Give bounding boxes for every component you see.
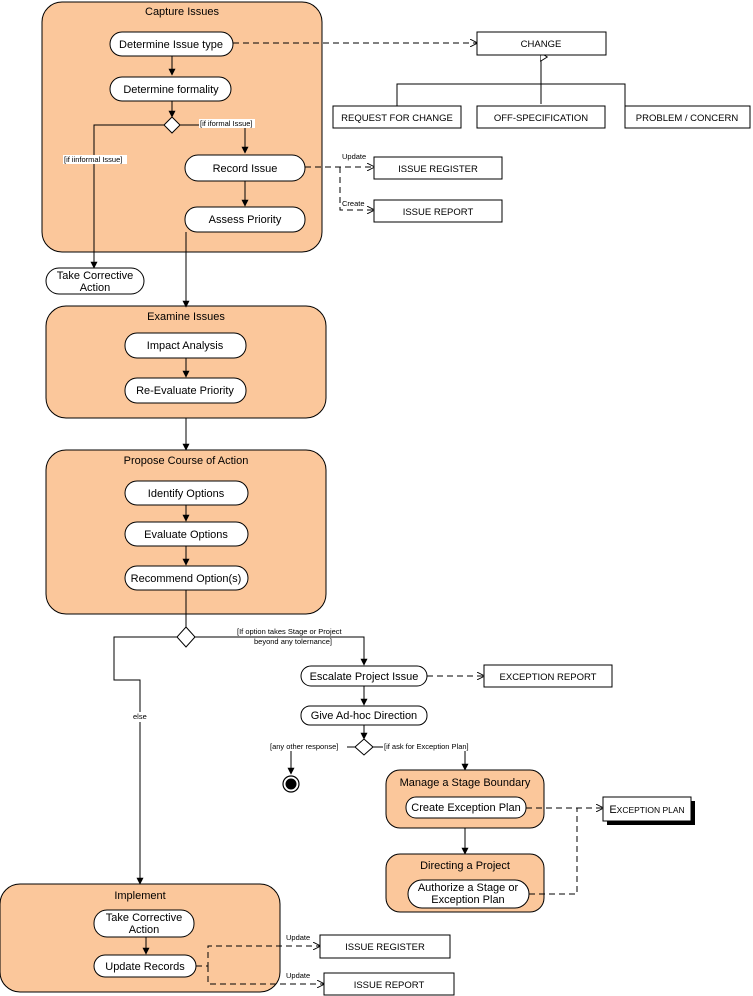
decision-formality — [163, 116, 181, 134]
group-title-examine: Examine Issues — [147, 311, 225, 323]
flow-informal-to-corrective — [90, 124, 164, 269]
doc-request-for-change: REQUEST FOR CHANGE — [332, 105, 462, 129]
node-determine-issue-type: Determine Issue type — [109, 31, 234, 57]
doc-issue-report-bottom: ISSUE REPORT — [323, 972, 455, 996]
guard-label: else — [133, 712, 147, 721]
node-determine-formality: Determine formality — [109, 76, 232, 102]
group-title-propose: Propose Course of Action — [124, 455, 249, 467]
node-take-corrective-action-1: Take Corrective Action — [45, 267, 145, 295]
node-label: Determine formality — [123, 84, 219, 96]
dashed-connectors — [196, 43, 603, 984]
node-label: Determine Issue type — [119, 39, 223, 51]
node-label-line2: Action — [129, 924, 160, 936]
doc-label: EXCEPTION PLAN — [609, 804, 684, 816]
doc-problem-concern: PROBLEM / CONCERN — [624, 105, 751, 129]
flow-decision-to-escalate — [195, 636, 368, 666]
node-reevaluate-priority: Re-Evaluate Priority — [124, 377, 247, 404]
node-label: Assess Priority — [209, 214, 282, 226]
doc-label-rest: XCEPTION PLAN — [617, 805, 685, 815]
doc-issue-report-top: ISSUE REPORT — [373, 199, 503, 223]
generalization-bar — [396, 83, 626, 108]
node-authorize-stage-or-plan: Authorize a Stage or Exception Plan — [407, 879, 530, 909]
guard-label: [if iformal Issue] — [200, 119, 253, 128]
node-record-issue: Record Issue — [184, 154, 306, 182]
guard-label: [if ask for Exception Plan] — [384, 742, 469, 751]
flow-label-update-bottom-2: Update — [286, 971, 310, 980]
doc-label: ISSUE REGISTER — [345, 942, 425, 953]
node-recommend-options: Recommend Option(s) — [124, 565, 249, 591]
guard-label: [if iinformal Issue] — [64, 155, 122, 164]
node-label-line1: Authorize a Stage or — [418, 882, 519, 894]
node-impact-analysis: Impact Analysis — [124, 332, 247, 359]
guard-if-ask-exception: [if ask for Exception Plan] — [383, 742, 475, 751]
node-escalate-project-issue: Escalate Project Issue — [300, 665, 428, 687]
dep-record-to-report — [339, 167, 374, 210]
group-capture-issues: Capture Issues — [41, 1, 323, 253]
dep-update-to-report — [207, 966, 324, 984]
dep-authorize-to-exception-plan — [529, 808, 578, 895]
doc-label: OFF-SPECIFICATION — [494, 113, 588, 124]
doc-label: REQUEST FOR CHANGE — [341, 113, 453, 124]
node-label: Re-Evaluate Priority — [136, 385, 234, 397]
group-title-capture: Capture Issues — [145, 6, 219, 18]
doc-exception-plan: EXCEPTION PLAN — [602, 796, 695, 825]
flow-label-update-bottom-1: Update — [286, 933, 310, 942]
node-label: Record Issue — [213, 163, 278, 175]
group-title-directing: Directing a Project — [420, 860, 510, 872]
guard-else: else — [131, 712, 149, 722]
doc-label: EXCEPTION REPORT — [500, 672, 597, 683]
guard-label-line1: [If option takes Stage or Project — [237, 627, 343, 636]
node-label-line2: Exception Plan — [431, 894, 504, 906]
doc-change: CHANGE — [476, 31, 607, 56]
flow-decision-to-end — [287, 746, 355, 775]
group-title-manage-stage: Manage a Stage Boundary — [400, 777, 531, 789]
guard-label: [any other response] — [270, 742, 338, 751]
node-take-corrective-action-2: Take Corrective Action — [93, 909, 195, 938]
node-update-records: Update Records — [93, 954, 197, 978]
doc-exception-report: EXCEPTION REPORT — [483, 664, 613, 688]
node-label: Recommend Option(s) — [131, 573, 242, 585]
flow-label-create-top: Create — [342, 199, 365, 208]
node-label: Evaluate Options — [144, 529, 228, 541]
doc-label: ISSUE REPORT — [403, 207, 474, 218]
guard-if-informal: [if iinformal Issue] — [63, 155, 127, 164]
dep-update-to-register — [196, 946, 320, 967]
node-label-line1: Take Corrective — [106, 912, 182, 924]
node-evaluate-options: Evaluate Options — [124, 521, 249, 547]
doc-label: ISSUE REGISTER — [398, 164, 478, 175]
node-label-line2: Action — [80, 282, 111, 294]
node-give-adhoc-direction: Give Ad-hoc Direction — [300, 705, 428, 726]
doc-label-cap: E — [609, 804, 616, 816]
node-label: Impact Analysis — [147, 340, 224, 352]
doc-label: CHANGE — [521, 39, 562, 50]
end-node — [282, 775, 300, 793]
doc-label: PROBLEM / CONCERN — [636, 113, 739, 124]
node-label: Give Ad-hoc Direction — [311, 710, 417, 722]
guard-label-line2: beyond any tolernance] — [254, 637, 332, 646]
flow-label-update-top: Update — [342, 152, 366, 161]
doc-issue-register-top: ISSUE REGISTER — [373, 156, 503, 180]
group-title-implement: Implement — [114, 890, 165, 902]
node-label: Update Records — [105, 961, 185, 973]
doc-label: ISSUE REPORT — [354, 980, 425, 991]
guard-if-option-tolerance: [If option takes Stage or Project beyond… — [236, 627, 364, 646]
node-identify-options: Identify Options — [124, 480, 249, 506]
guard-any-other-response: [any other response] — [269, 742, 347, 751]
node-label: Identify Options — [148, 488, 225, 500]
decision-tolerance — [176, 626, 196, 648]
decision-response — [354, 738, 374, 756]
node-assess-priority: Assess Priority — [184, 206, 306, 233]
doc-issue-register-bottom: ISSUE REGISTER — [319, 934, 451, 959]
flow-else-to-implement — [113, 636, 177, 885]
node-label-line1: Take Corrective — [57, 270, 133, 282]
node-create-exception-plan: Create Exception Plan — [405, 796, 527, 819]
guard-if-formal: [if iformal Issue] — [199, 119, 255, 128]
node-label: Escalate Project Issue — [310, 671, 419, 683]
doc-off-specification: OFF-SPECIFICATION — [476, 105, 606, 129]
node-label: Create Exception Plan — [411, 802, 520, 814]
